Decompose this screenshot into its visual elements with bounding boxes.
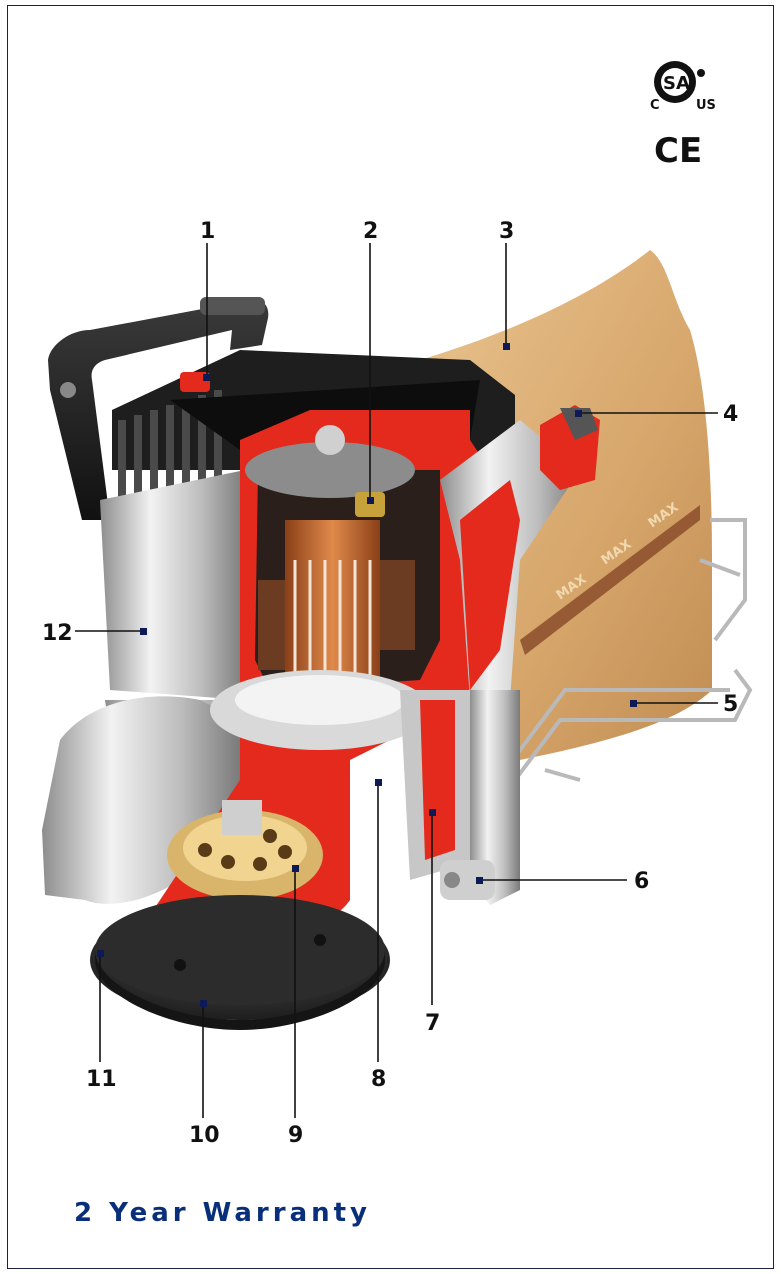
callout-1: 1 [200, 219, 215, 244]
gear-spindle [222, 800, 262, 835]
leader-lines [75, 243, 718, 1118]
callout-8: 8 [371, 1067, 386, 1092]
bag-connector-cut [460, 480, 520, 690]
wire-bag-holder [498, 518, 753, 802]
gear-holes [198, 829, 292, 871]
carbon-brush-holder [355, 492, 385, 517]
motor-housing [100, 470, 245, 700]
swivel-foot [440, 860, 495, 900]
ce-mark: CE [654, 131, 702, 171]
dust-bag [420, 250, 712, 760]
cooling-fins [118, 390, 222, 500]
callout-5: 5 [723, 692, 738, 717]
brush-plate [245, 442, 415, 498]
leader-dots [97, 343, 637, 1007]
csa-right-label: US [696, 98, 716, 113]
csa-left-label: C [650, 98, 660, 113]
field-coil-right [380, 560, 415, 650]
warranty-footer: 2 Year Warranty [74, 1198, 372, 1228]
callout-7: 7 [425, 1011, 440, 1036]
power-switch [180, 372, 210, 392]
bag-stripe [520, 505, 700, 655]
callout-3: 3 [499, 219, 514, 244]
armature [285, 520, 380, 680]
callout-4: 4 [723, 402, 738, 427]
callout-12: 12 [42, 621, 73, 646]
armature-windings [293, 560, 372, 680]
support-leg [470, 690, 520, 905]
motor-bearing [315, 425, 345, 455]
handle-screw [60, 382, 76, 398]
knob-grip [560, 408, 598, 440]
callout-2: 2 [363, 219, 378, 244]
handle [48, 299, 269, 520]
field-coil-left [258, 580, 288, 670]
callout-11: 11 [86, 1067, 117, 1092]
callout-numbers: 1 2 3 4 5 6 7 8 9 10 11 12 [42, 219, 738, 1148]
suction-channel-cut [420, 700, 455, 860]
callout-6: 6 [634, 869, 649, 894]
csa-logo-letters: SA [663, 73, 690, 94]
callout-9: 9 [288, 1123, 303, 1148]
page-border [7, 5, 774, 1269]
handle-grip [200, 297, 265, 315]
csa-logo: SA [654, 61, 705, 103]
callout-10: 10 [189, 1123, 220, 1148]
